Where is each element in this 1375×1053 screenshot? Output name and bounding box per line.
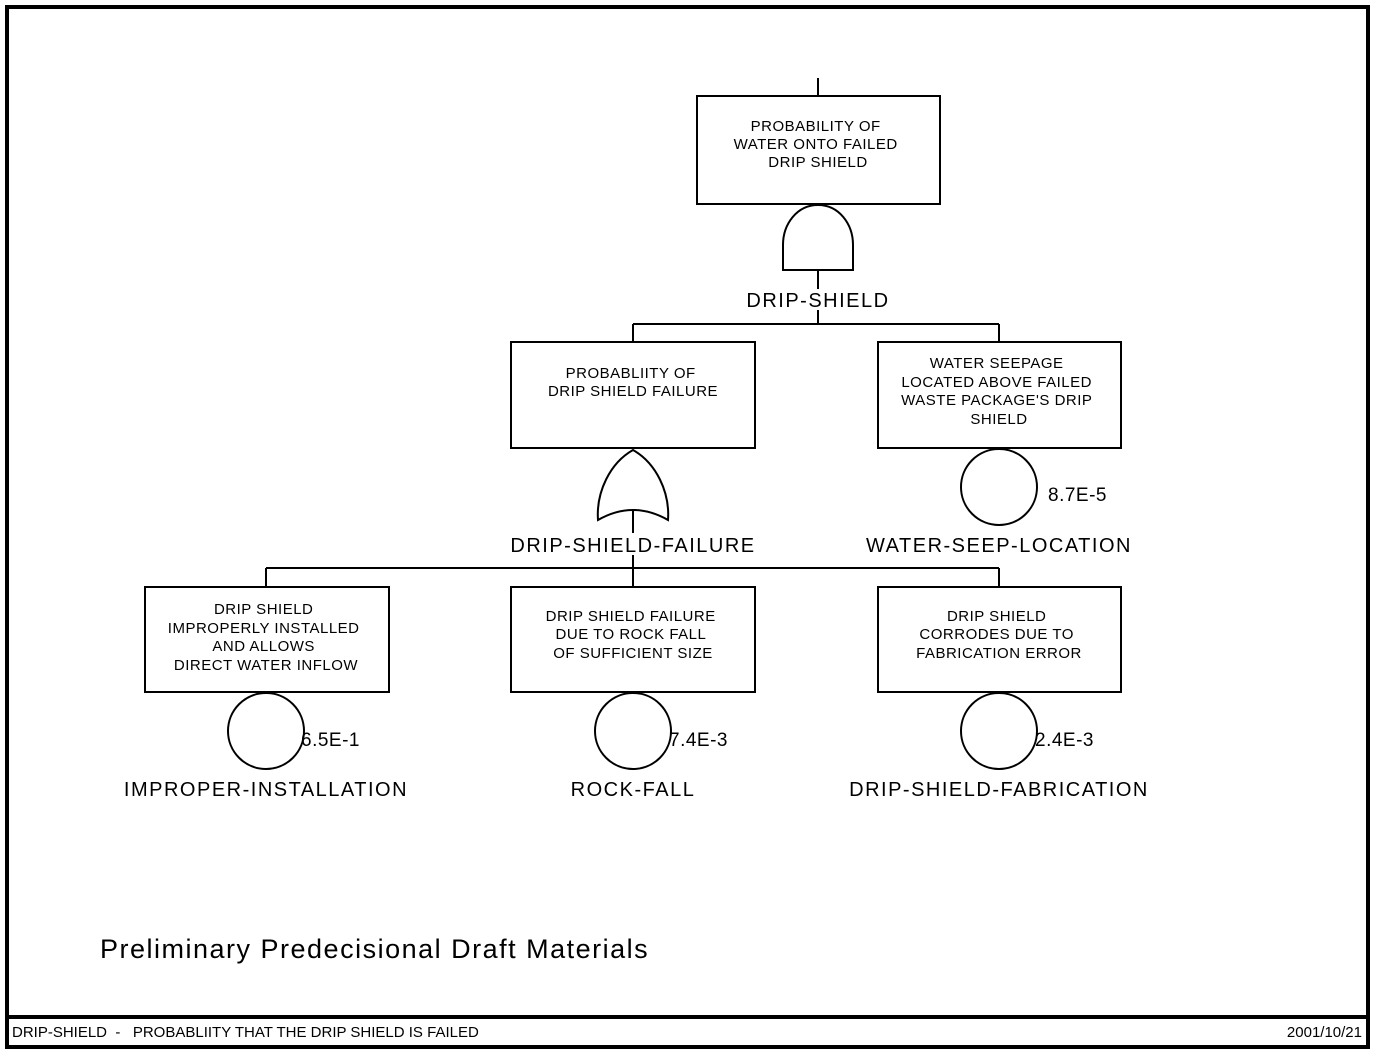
water-seep-box xyxy=(877,341,1122,449)
water-seep-line: LOCATED ABOVE FAILED xyxy=(901,374,1092,391)
basic-event-circle xyxy=(227,692,305,770)
rock-fall-box xyxy=(510,586,756,693)
fabrication-line: FABRICATION ERROR xyxy=(916,645,1082,662)
intermediate-event-line: PROBABLIITY OF xyxy=(566,365,696,382)
basic-event-circle xyxy=(960,448,1038,526)
rock-fall-label: ROCK-FALL xyxy=(571,779,696,801)
rock-fall-probability: 7.4E-3 xyxy=(669,730,728,751)
water-seep-label: WATER-SEEP-LOCATION xyxy=(866,535,1132,557)
page-frame xyxy=(5,5,1370,1049)
fabrication-box xyxy=(877,586,1122,693)
basic-event-circle xyxy=(960,692,1038,770)
top-event-text: PROBABILITY OF WATER ONTO FAILED DRIP SH… xyxy=(734,118,903,171)
connectors xyxy=(265,78,1000,587)
improper-installation-label: IMPROPER-INSTALLATION xyxy=(124,779,408,801)
draft-notice: Preliminary Predecisional Draft Material… xyxy=(100,934,649,964)
improper-installation-line: AND ALLOWS xyxy=(212,638,315,655)
improper-installation-box xyxy=(144,586,390,693)
top-event-box xyxy=(696,95,941,205)
basic-event-circle xyxy=(594,692,672,770)
rock-fall-line: OF SUFFICIENT SIZE xyxy=(553,645,713,662)
water-seep-probability: 8.7E-5 xyxy=(1048,485,1107,506)
water-seep-line: WASTE PACKAGE'S DRIP xyxy=(901,392,1092,409)
improper-installation-line: DRIP SHIELD xyxy=(214,601,313,618)
intermediate-event-box xyxy=(510,341,756,449)
improper-installation-line: DIRECT WATER INFLOW xyxy=(174,657,359,674)
fabrication-line: CORRODES DUE TO xyxy=(919,626,1073,643)
intermediate-event-text: PROBABLIITY OF DRIP SHIELD FAILURE xyxy=(548,365,718,400)
water-seep-line: SHIELD xyxy=(970,411,1027,428)
top-event-line: DRIP SHIELD xyxy=(768,154,867,171)
footer-date: 2001/10/21 xyxy=(1287,1024,1362,1041)
improper-installation-probability: 6.5E-1 xyxy=(301,730,360,751)
top-event-line: WATER ONTO FAILED xyxy=(734,136,898,153)
or-gate-icon xyxy=(596,448,670,522)
fabrication-text: DRIP SHIELD CORRODES DUE TO FABRICATION … xyxy=(916,608,1082,662)
intermediate-event-line: DRIP SHIELD FAILURE xyxy=(548,383,718,400)
improper-installation-text: DRIP SHIELD IMPROPERLY INSTALLED AND ALL… xyxy=(168,601,364,674)
top-event-line: PROBABILITY OF xyxy=(751,118,881,135)
rock-fall-text: DRIP SHIELD FAILURE DUE TO ROCK FALL OF … xyxy=(546,608,721,662)
water-seep-text: WATER SEEPAGE LOCATED ABOVE FAILED WASTE… xyxy=(901,355,1097,428)
or-gate-label: DRIP-SHIELD-FAILURE xyxy=(510,535,755,557)
fabrication-line: DRIP SHIELD xyxy=(947,608,1046,625)
fabrication-label: DRIP-SHIELD-FABRICATION xyxy=(849,779,1149,801)
fabrication-probability: 2.4E-3 xyxy=(1035,730,1094,751)
rock-fall-line: DUE TO ROCK FALL xyxy=(556,626,706,643)
rock-fall-line: DRIP SHIELD FAILURE xyxy=(546,608,716,625)
and-gate-icon xyxy=(782,203,854,271)
improper-installation-line: IMPROPERLY INSTALLED xyxy=(168,620,360,637)
water-seep-line: WATER SEEPAGE xyxy=(930,355,1064,372)
and-gate-label: DRIP-SHIELD xyxy=(746,290,889,312)
footer-title: DRIP-SHIELD - PROBABLIITY THAT THE DRIP … xyxy=(12,1024,479,1041)
